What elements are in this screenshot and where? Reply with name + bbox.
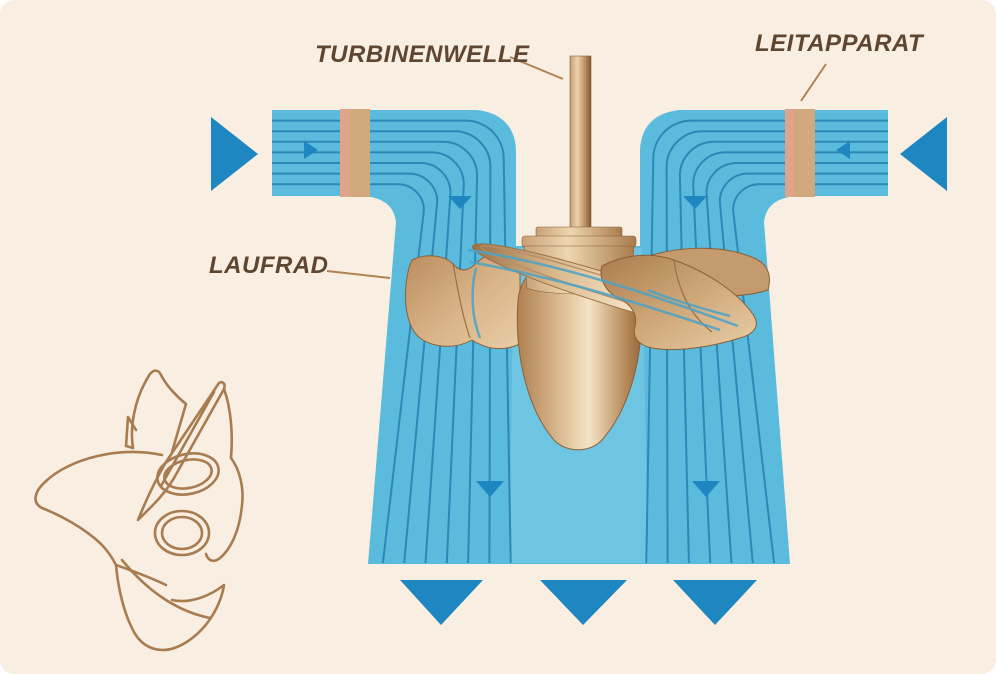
- inlet-arrow-left-icon: [211, 117, 258, 191]
- outlet-arrow-2-icon: [540, 580, 627, 625]
- leader-line-turbinenwelle: [509, 56, 564, 80]
- outlet-arrow-3-icon: [673, 580, 757, 625]
- turbine-runner: [405, 55, 770, 451]
- inlet-arrow-right-icon: [900, 117, 947, 191]
- draft-arrow-down-right-icon: [692, 481, 720, 497]
- label-leitapparat: LEITAPPARAT: [755, 30, 924, 57]
- turbine-shaft: [569, 55, 592, 233]
- streamline-arrow-right-icon: [836, 141, 850, 159]
- outlet-arrows-down: [400, 580, 757, 625]
- label-turbinenwelle: TURBINENWELLE: [315, 41, 530, 68]
- shaft-flange-upper: [535, 226, 623, 238]
- shaft-flange-lower: [521, 235, 637, 248]
- outlet-arrow-1-icon: [400, 580, 483, 625]
- draft-arrow-down-left-icon: [476, 481, 504, 497]
- runner-blade-left: [405, 247, 521, 350]
- guide-vane-band-right: [785, 109, 815, 197]
- water-reflection-streaks: [467, 248, 739, 339]
- bend-arrow-down-right-icon: [683, 196, 707, 209]
- bend-arrow-down-left-icon: [448, 196, 472, 209]
- guide-vane-band-left: [340, 109, 370, 197]
- streamlines-right-channel: [645, 119, 888, 564]
- leader-line-laufrad: [326, 270, 391, 279]
- propeller-outline-sketch: [34, 369, 244, 652]
- streamline-arrow-left-icon: [304, 141, 318, 159]
- streamlines-left-channel: [272, 119, 512, 564]
- label-laufrad: LAUFRAD: [209, 252, 329, 279]
- leader-line-leitapparat: [800, 63, 827, 102]
